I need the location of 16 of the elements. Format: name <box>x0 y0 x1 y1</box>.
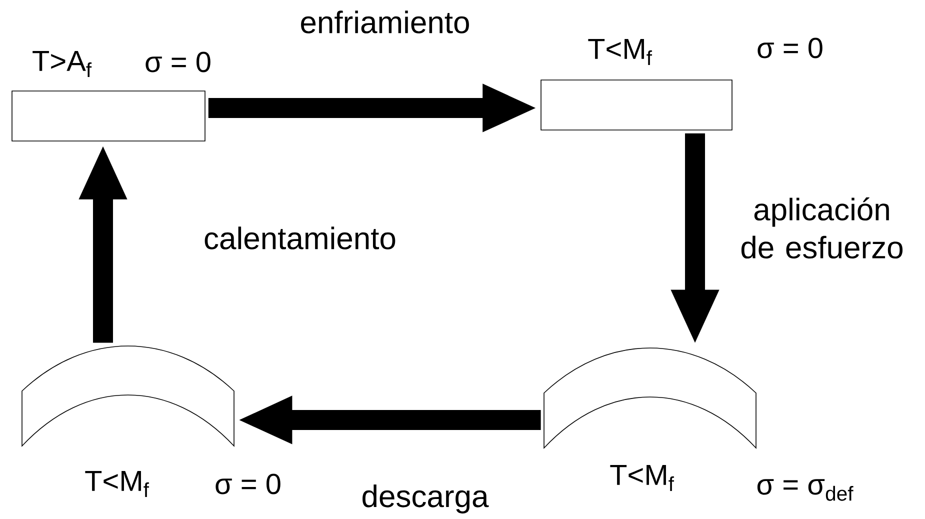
stress-label: σ = σ$_{def}$ <box>757 479 854 501</box>
edge-label: enfriamiento <box>298 8 472 36</box>
rectangle-bar <box>12 90 206 142</box>
edge-label: calentamiento <box>202 224 398 252</box>
stress-label: σ = 0 <box>758 38 822 58</box>
edge-label: aplicación de esfuerzo <box>718 195 925 261</box>
temperature-label: T<M$_{f}$ <box>610 464 674 492</box>
rectangle-bar <box>540 80 732 130</box>
curved-bar <box>544 348 756 448</box>
temperature-label: T<M$_{f}$ <box>85 470 149 498</box>
temperature-label: T>A$_{f}$ <box>32 50 92 78</box>
edge-label: descarga <box>359 482 491 516</box>
stress-label: σ = 0 <box>146 52 210 72</box>
curved-bar <box>22 346 234 446</box>
temperature-label: T<M$_{f}$ <box>588 38 652 66</box>
stress-label: σ = 0 <box>216 474 280 494</box>
